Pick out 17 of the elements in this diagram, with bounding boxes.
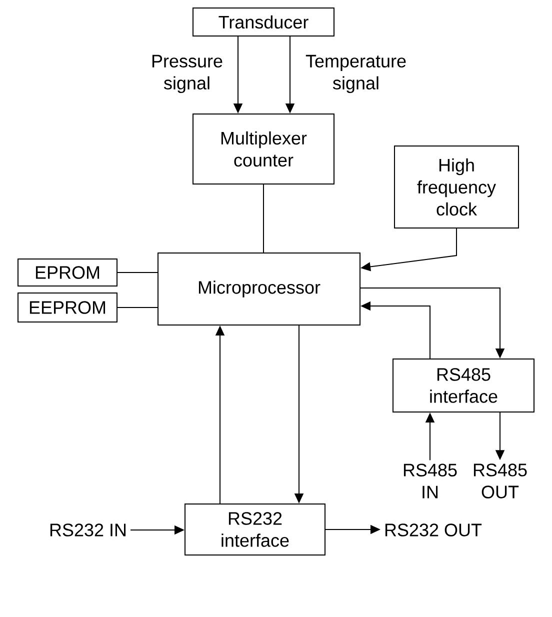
signal-label: RS485 IN xyxy=(404,464,457,498)
block-box: RS232 interface xyxy=(184,504,326,556)
block-box: EPROM xyxy=(18,258,118,286)
block-box: Multiplexer counter xyxy=(192,114,334,184)
edge-label: Pressure signal xyxy=(152,54,222,94)
block-box: Transducer xyxy=(192,8,334,36)
edge-label: Temperature signal xyxy=(306,54,406,94)
connector-line xyxy=(117,307,158,308)
connector-line xyxy=(117,272,158,273)
signal-label: RS232 OUT xyxy=(385,524,482,536)
block-box: High frequency clock xyxy=(394,146,519,228)
block-box: Microprocessor xyxy=(158,252,360,326)
block-box: EEPROM xyxy=(18,292,118,322)
signal-label: RS232 IN xyxy=(50,524,126,536)
signal-label: RS485 OUT xyxy=(474,464,527,498)
block-box: RS485 interface xyxy=(392,358,534,412)
connector-line xyxy=(263,184,264,253)
